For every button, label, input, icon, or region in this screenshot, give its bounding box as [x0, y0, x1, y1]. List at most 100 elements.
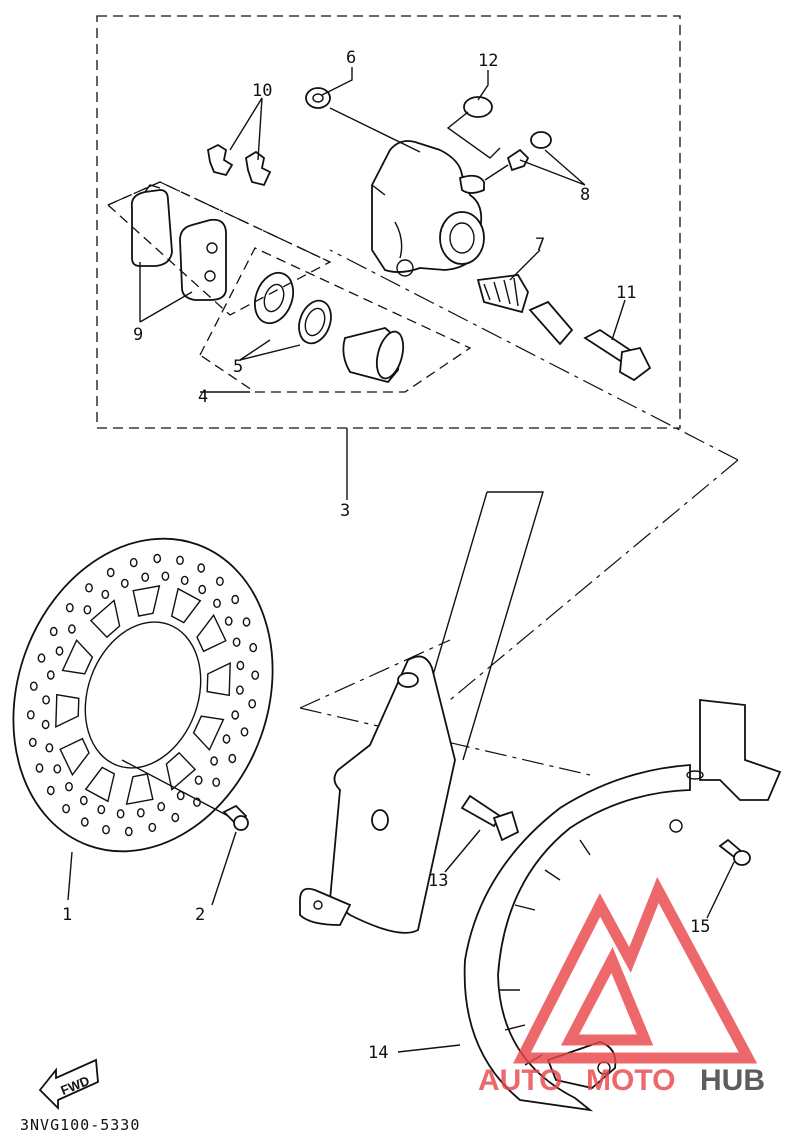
disc-hole — [235, 685, 244, 695]
callout-13: 13 — [428, 871, 448, 891]
disc-slot — [170, 587, 202, 624]
disc-hole — [35, 763, 44, 773]
disc-hole — [80, 817, 89, 827]
disc-hole — [240, 727, 249, 737]
disc-hole — [231, 594, 240, 605]
disc-hole — [124, 826, 133, 837]
callout-8: 8 — [580, 185, 590, 205]
diagram-code: 3NVG100-5330 — [20, 1116, 140, 1134]
disc-hole — [136, 808, 145, 818]
disc-hole — [79, 795, 88, 806]
callout-15: 15 — [690, 917, 710, 937]
disc-hole — [29, 681, 38, 691]
watermark-triangle-mark — [513, 877, 758, 1064]
caliper-body — [371, 140, 485, 277]
disc-hole — [231, 710, 240, 720]
callout-1: 1 — [62, 905, 72, 925]
assembly-guide-lines — [107, 181, 739, 776]
disc-hole — [65, 782, 73, 792]
disc-slot — [59, 737, 90, 777]
disc-hole — [97, 804, 106, 815]
disc-hole — [116, 809, 125, 819]
piston-and-seals — [253, 271, 405, 384]
watermark-text-hub: HUB — [700, 1064, 765, 1097]
disc-hole — [49, 626, 58, 637]
cover-bolt — [718, 838, 751, 866]
disc-hole — [157, 801, 166, 812]
disc-hole — [41, 719, 50, 730]
disc-hole — [249, 642, 258, 653]
disc-slot — [61, 638, 94, 675]
disc-hole — [197, 563, 206, 573]
disc-slot — [132, 585, 161, 617]
disc-hole — [129, 557, 138, 568]
disc-slot — [165, 751, 197, 791]
disc-hole — [148, 822, 157, 833]
disc-hole — [65, 603, 74, 613]
brake-disc — [12, 537, 274, 853]
disc-hole — [55, 646, 64, 656]
disc-hole — [251, 670, 260, 680]
watermark-text-moto: MOTO — [586, 1064, 675, 1097]
pad-group-bracket — [106, 181, 332, 316]
piston-group-bracket — [199, 247, 472, 393]
disc-hole — [236, 660, 245, 671]
disc-slot — [89, 599, 121, 639]
disc-hole — [85, 583, 93, 593]
disc-bolt — [121, 759, 249, 831]
disc-hole — [37, 653, 46, 663]
callout-6: 6 — [346, 48, 356, 68]
caliper-mount-bolt — [460, 794, 520, 842]
disc-hole — [232, 637, 241, 647]
disc-hole — [141, 572, 150, 582]
disc-hole — [120, 578, 129, 589]
callout-11: 11 — [616, 283, 636, 303]
disc-hole — [224, 616, 233, 626]
disc-hole — [161, 571, 170, 581]
forward-direction-tag: FWD — [38, 1058, 99, 1111]
disc-hole — [180, 575, 189, 586]
disc-slot — [55, 693, 80, 729]
disc-hole — [46, 670, 55, 680]
callout-12: 12 — [478, 51, 498, 71]
disc-hole — [26, 710, 35, 720]
pad-clips — [207, 143, 272, 187]
disc-slot — [84, 766, 116, 803]
disc-hole — [83, 605, 92, 615]
disc-hole — [106, 567, 115, 578]
watermark-text-auto: AUTO — [478, 1064, 562, 1097]
disc-hole — [171, 812, 180, 823]
disc-hole — [213, 598, 221, 608]
disc-hole — [194, 775, 203, 785]
callout-5: 5 — [233, 357, 243, 377]
disc-hole — [101, 589, 110, 600]
disc-hole — [53, 764, 62, 774]
disc-cover — [463, 698, 782, 1112]
disc-hole — [176, 555, 184, 565]
disc-hole — [228, 753, 237, 764]
disc-hole — [242, 617, 251, 627]
callout-14: 14 — [368, 1043, 388, 1063]
caliper-slide-parts — [476, 274, 652, 382]
disc-hole — [212, 777, 221, 787]
disc-hole — [248, 699, 257, 709]
brake-pads — [130, 184, 227, 301]
callout-2: 2 — [195, 905, 205, 925]
disc-hole — [193, 797, 201, 807]
caliper-assembly-boundary — [96, 15, 681, 429]
disc-hole — [210, 756, 219, 766]
disc-hole — [153, 553, 162, 564]
callout-9: 9 — [133, 325, 143, 345]
callout-4: 4 — [198, 387, 208, 407]
disc-hole — [42, 695, 50, 705]
disc-hole — [222, 734, 231, 744]
disc-hole — [45, 743, 54, 753]
disc-hole — [62, 804, 70, 814]
callout-10: 10 — [252, 81, 272, 101]
disc-slot — [192, 715, 225, 752]
disc-hole — [68, 624, 76, 634]
disc-hole — [28, 737, 37, 748]
leader-lines — [67, 67, 735, 1053]
disc-slot — [206, 661, 231, 697]
